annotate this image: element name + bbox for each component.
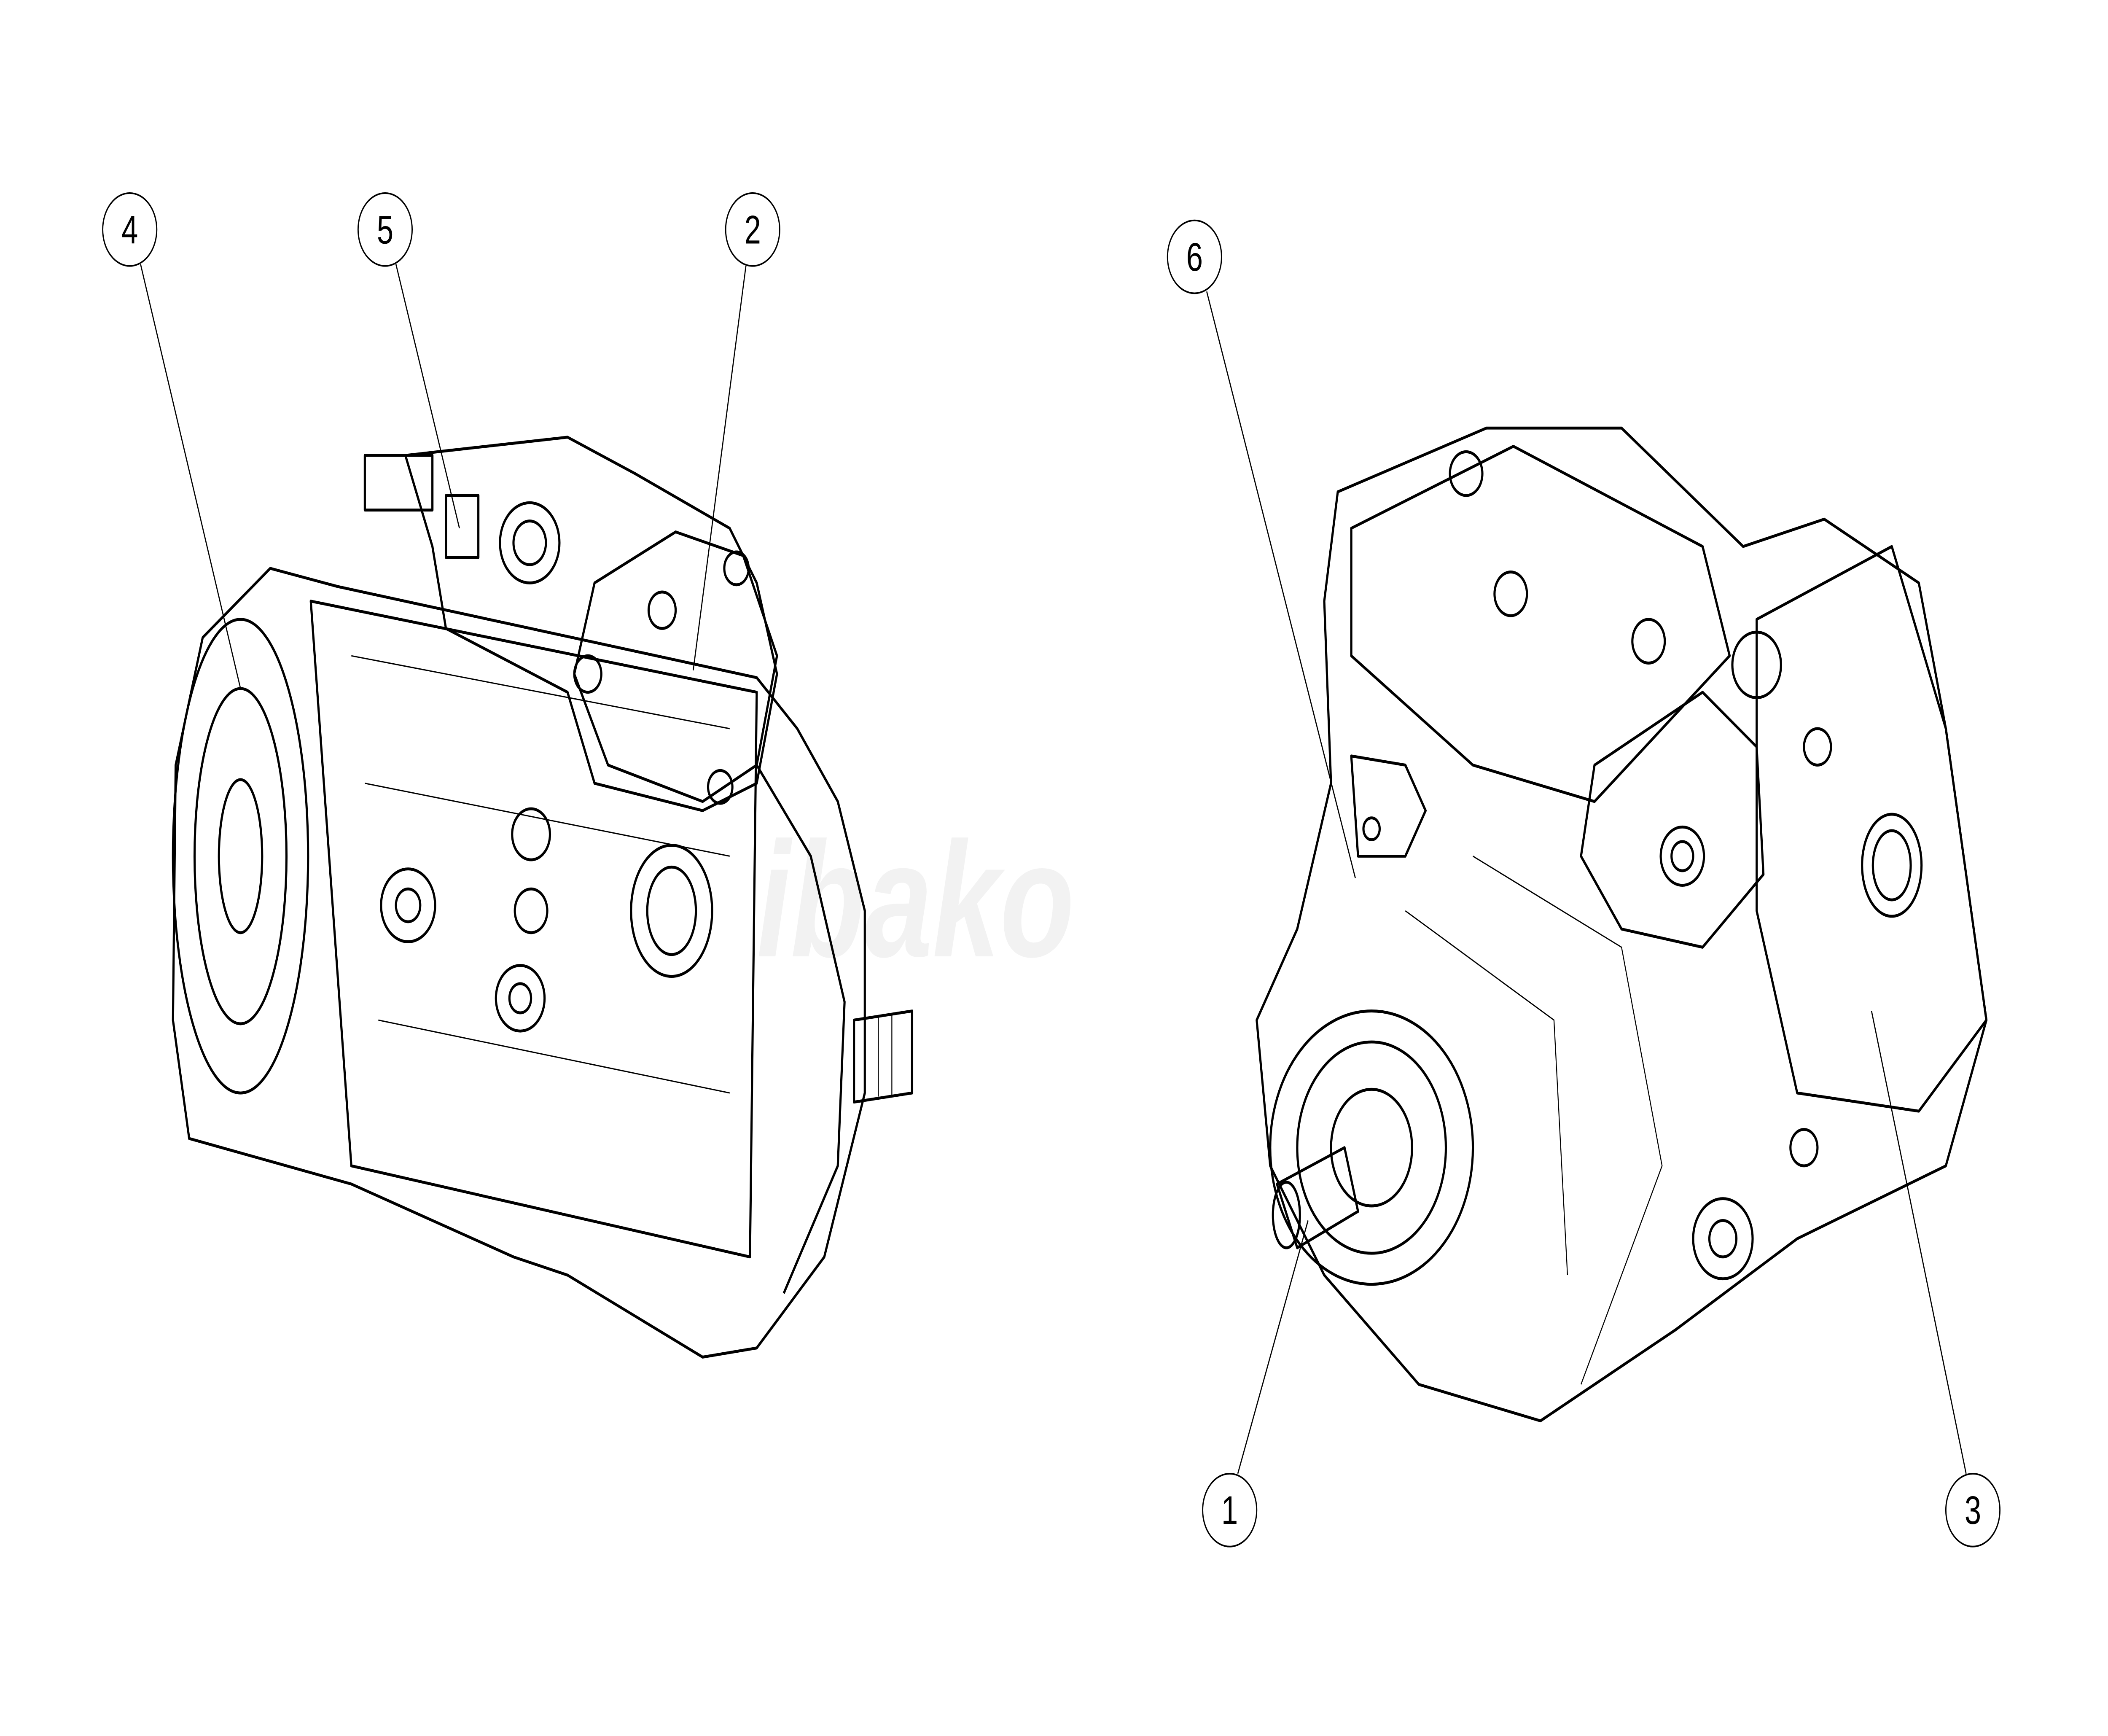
watermark: ibako bbox=[757, 808, 1074, 991]
callout-label: 5 bbox=[377, 207, 393, 252]
callout-6: 6 bbox=[1167, 219, 1222, 294]
callout-4: 4 bbox=[102, 192, 158, 267]
callout-1: 1 bbox=[1202, 1472, 1258, 1548]
leader-lines bbox=[140, 264, 1967, 1474]
right-pump-drawing bbox=[1256, 426, 1988, 1423]
left-pump-drawing bbox=[172, 436, 914, 1359]
callout-3: 3 bbox=[1945, 1472, 2001, 1548]
callout-label: 1 bbox=[1221, 1488, 1238, 1533]
callout-2: 2 bbox=[725, 192, 780, 267]
callout-label: 6 bbox=[1186, 234, 1203, 280]
callout-label: 3 bbox=[1965, 1488, 1981, 1533]
callout-label: 4 bbox=[121, 207, 138, 252]
callout-label: 2 bbox=[745, 207, 761, 252]
callout-5: 5 bbox=[357, 192, 413, 267]
